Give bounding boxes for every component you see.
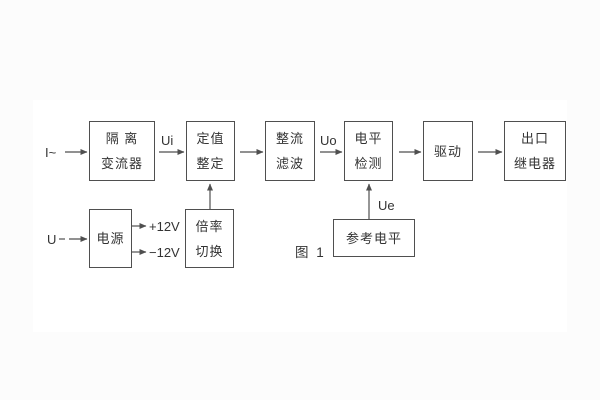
block-relay-line2: 继电器: [513, 156, 556, 171]
figure-caption: 图 1: [295, 245, 326, 260]
block-rectifier-filter: 整流 滤波: [265, 121, 315, 181]
signal-ui-label: Ui: [161, 133, 174, 148]
block-level-line1: 电平: [354, 131, 383, 146]
block-drive: 驱动: [423, 121, 473, 181]
block-isolation-line2: 变流器: [100, 156, 143, 171]
block-ratio-line1: 倍率: [195, 218, 224, 234]
block-rectifier-line1: 整流: [275, 131, 304, 146]
block-output-relay: 出口 继电器: [504, 121, 566, 181]
block-drive-line1: 驱动: [433, 143, 462, 159]
block-reference-line1: 参考电平: [345, 230, 402, 246]
block-ratio-switch: 倍率 切换: [185, 209, 234, 268]
block-power-supply: 电源: [89, 209, 132, 268]
block-ratio-line2: 切换: [195, 243, 224, 259]
signal-uo-label: Uo: [320, 133, 337, 148]
block-level-line2: 检测: [354, 156, 383, 171]
block-level-detect: 电平 检测: [344, 121, 393, 181]
block-isolation-line1: 隔 离: [105, 131, 139, 146]
power-neg12v-label: −12V: [149, 245, 180, 260]
signal-ue-label: Ue: [378, 198, 395, 213]
block-isolation-transformer: 隔 离 变流器: [89, 121, 155, 181]
input-voltage-label: U: [47, 232, 57, 247]
block-setting-line2: 整定: [196, 156, 225, 171]
block-setting-line1: 定值: [196, 131, 225, 146]
block-rectifier-line2: 滤波: [275, 156, 304, 171]
power-pos12v-label: +12V: [149, 219, 180, 234]
block-power-line1: 电源: [96, 231, 125, 246]
block-relay-line1: 出口: [520, 131, 549, 146]
block-reference-level: 参考电平: [333, 219, 415, 257]
block-setting-adjust: 定值 整定: [186, 121, 235, 181]
input-current-label: I~: [45, 145, 57, 160]
